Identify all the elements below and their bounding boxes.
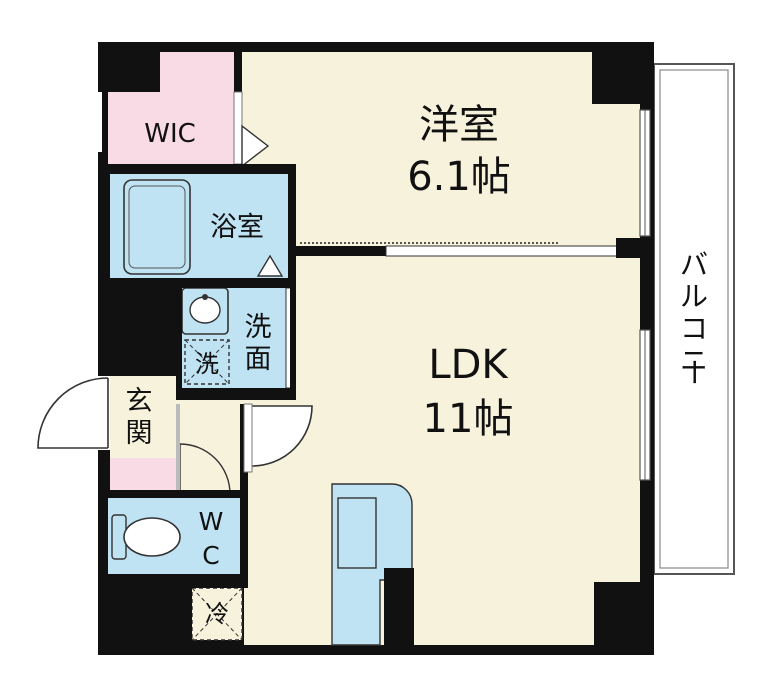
washbasin-faucet bbox=[202, 294, 208, 300]
bathtub-icon bbox=[123, 179, 191, 275]
entrance-door-swing-icon bbox=[37, 377, 109, 449]
sliding-door-western-ldk bbox=[385, 245, 641, 257]
wall-wash-left bbox=[176, 288, 182, 394]
entrance-label-2: 関 bbox=[126, 418, 153, 449]
wall-western-bottom bbox=[296, 246, 386, 256]
wic-label: WIC bbox=[144, 119, 196, 149]
wall-bath-bottom bbox=[98, 278, 296, 288]
wall-hall-door-jamb bbox=[243, 403, 253, 473]
wall-bath-right bbox=[288, 164, 296, 286]
washer-label: 洗 bbox=[195, 350, 219, 378]
bath-label: 浴室 bbox=[210, 212, 264, 243]
wall-wc-bottom bbox=[98, 574, 248, 588]
washroom-label-2: 面 bbox=[245, 344, 272, 375]
washer-cross-b bbox=[184, 339, 230, 385]
kitchen-rear-wall bbox=[384, 568, 414, 645]
toilet-bowl-icon bbox=[123, 517, 181, 557]
balcony-outline bbox=[653, 63, 735, 575]
hall-door-swing-icon bbox=[251, 405, 313, 467]
bathtub-inner bbox=[128, 185, 186, 269]
western-room-size: 6.1帖 bbox=[407, 154, 511, 200]
wic-door-triangle-icon bbox=[241, 124, 270, 168]
wic-notch bbox=[108, 52, 160, 92]
balcony-char-3: コ bbox=[680, 312, 708, 345]
bath-door-triangle-icon bbox=[256, 254, 284, 277]
ldk-size: 11帖 bbox=[423, 396, 514, 442]
wall-wc-right bbox=[240, 404, 248, 584]
wall-wash-bottom bbox=[176, 388, 296, 398]
kitchen-sink-icon bbox=[337, 497, 377, 569]
balcony-char-5: ー bbox=[677, 358, 710, 386]
wc-label-1: W bbox=[199, 507, 224, 536]
washbasin-bowl bbox=[189, 296, 221, 324]
wall-bath-top bbox=[98, 164, 296, 174]
wall-wash-right bbox=[290, 256, 296, 396]
wc-label-2: C bbox=[202, 541, 219, 570]
entrance-step bbox=[110, 376, 176, 458]
balcony-char-1: バ bbox=[680, 248, 708, 281]
fridge-cross-b bbox=[191, 587, 243, 641]
wall-left-column bbox=[98, 588, 192, 655]
wall-wc-top bbox=[98, 490, 248, 498]
wc-door-swing-icon bbox=[179, 443, 231, 495]
fridge-label: 冷 bbox=[205, 600, 229, 628]
western-room-floor bbox=[242, 52, 640, 246]
wall-entrance-right bbox=[176, 404, 180, 498]
entrance-label-1: 玄 bbox=[126, 386, 153, 417]
wic-door-jamb bbox=[233, 91, 243, 165]
balcony-char-2: ル bbox=[680, 280, 708, 313]
pillar-mid-right bbox=[616, 238, 654, 258]
window-wic bbox=[98, 92, 102, 152]
ldk-name: LDK bbox=[428, 342, 509, 388]
pillar-bottom-right bbox=[594, 582, 654, 655]
pillar-top-right bbox=[592, 42, 654, 104]
balcony-label: バ ル コ ニ ー bbox=[677, 248, 710, 386]
washroom-label-1: 洗 bbox=[245, 312, 272, 343]
western-room-name: 洋室 bbox=[419, 102, 499, 148]
balcony-inner-rail bbox=[659, 69, 729, 569]
balcony bbox=[653, 63, 735, 575]
balcony-char-4: ニ bbox=[680, 344, 708, 377]
